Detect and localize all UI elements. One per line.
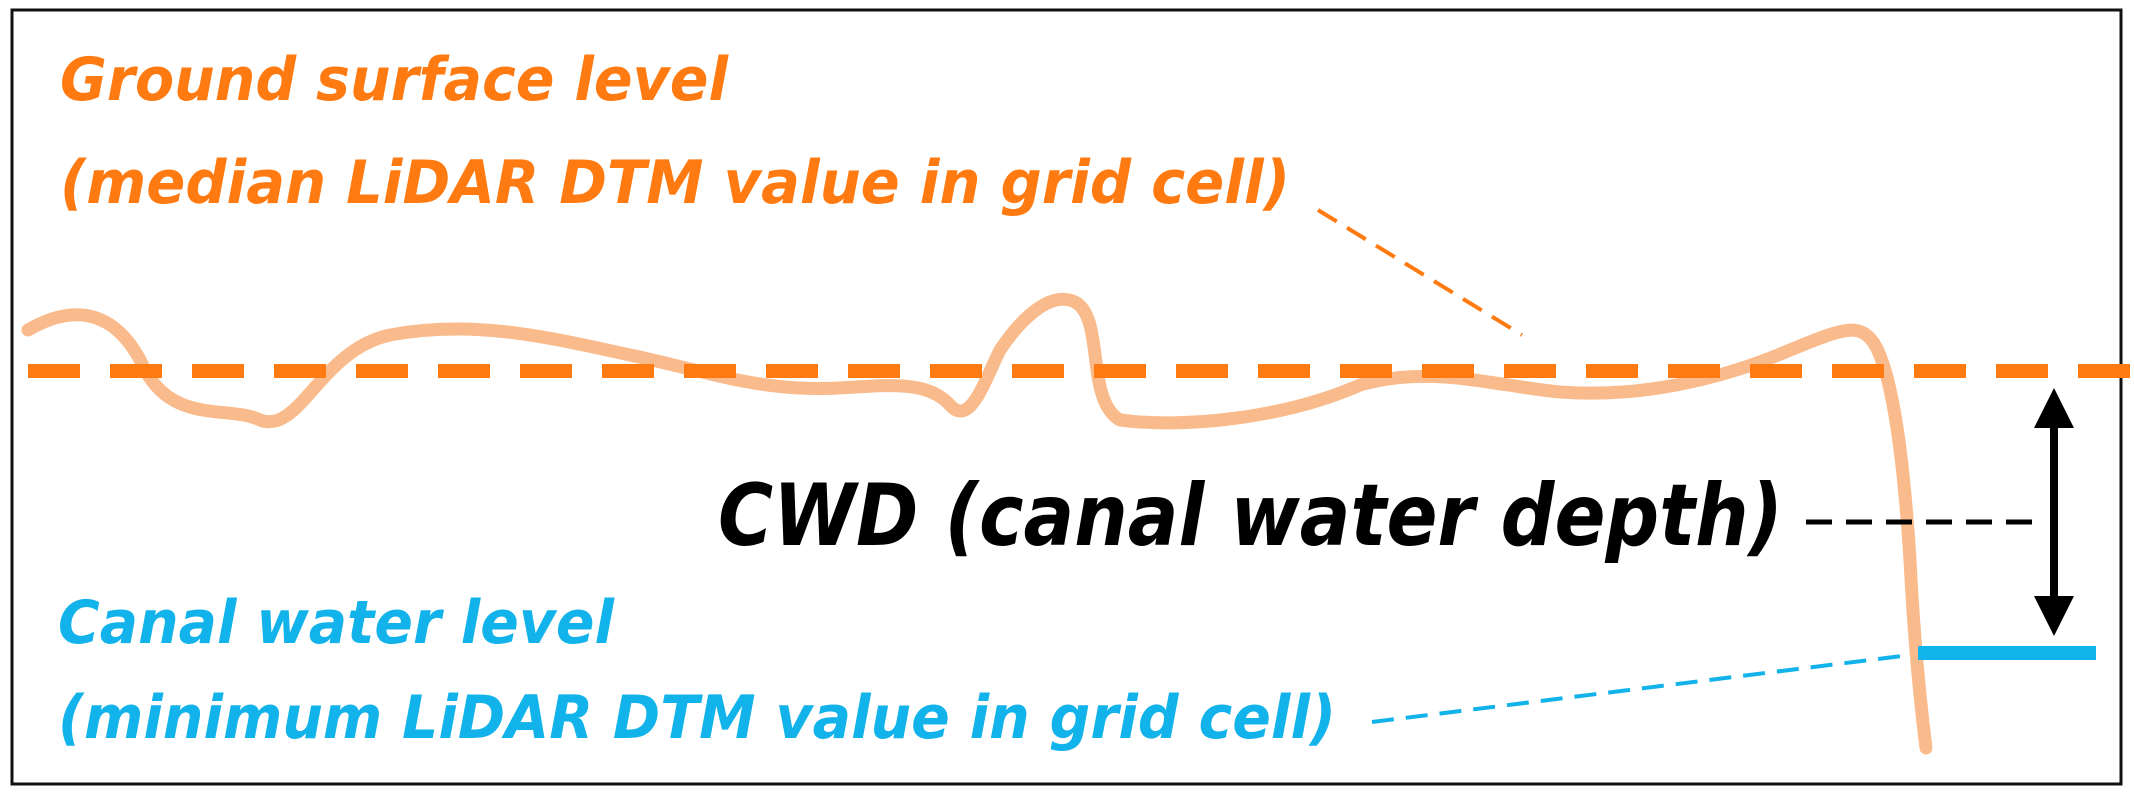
ground-label-leader-line [1316,208,1524,337]
ground-level-subtitle: (median LiDAR DTM value in grid cell) [60,148,1290,218]
canal-level-subtitle: (minimum LiDAR DTM value in grid cell) [58,683,1336,753]
cwd-label: CWD (canal water depth) [718,466,1783,566]
terrain-profile-line [21,292,1933,755]
ground-level-title: Ground surface level [60,45,729,115]
canal-level-title: Canal water level [58,588,615,658]
diagram-frame [10,8,2123,786]
canal-label-leader-line [1371,653,1911,724]
